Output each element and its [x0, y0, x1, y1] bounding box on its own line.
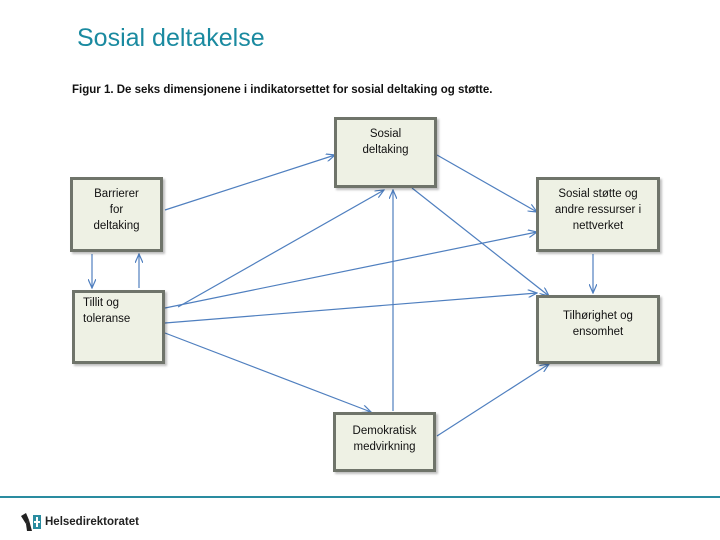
footer-rule: [0, 496, 720, 498]
arrow-barrierer-to-sosial: [164, 155, 335, 211]
node-tilhorighet-label: Tilhørighet og ensomhet: [563, 310, 633, 338]
arrow-sosial-to-tilhorighet: [411, 187, 549, 296]
node-tillit: Tillit og toleranse: [72, 290, 165, 364]
arrow-sosial-to-stotte: [436, 154, 537, 212]
node-barrierer-label: Barrierer for deltaking: [93, 188, 140, 232]
figure-caption: Figur 1. De seks dimensjonene i indikato…: [72, 84, 493, 96]
node-sosial-stotte-label: Sosial støtte og andre ressurser i nettv…: [554, 188, 642, 232]
node-demokratisk: Demokratisk medvirkning: [333, 412, 436, 472]
arrow-tillit-to-stotte: [164, 232, 537, 309]
node-sosial-deltaking: Sosial deltaking: [334, 117, 437, 188]
helsedirektoratet-logo: Helsedirektoratet: [20, 512, 139, 532]
slide-title: Sosial deltakelse: [77, 24, 265, 52]
node-sosial-stotte: Sosial støtte og andre ressurser i nettv…: [536, 177, 660, 252]
arrow-tillit-to-sosial: [177, 190, 384, 308]
node-demokratisk-label: Demokratisk medvirkning: [352, 425, 417, 453]
helsedirektoratet-logo-icon: [21, 513, 41, 531]
node-tillit-label: Tillit og toleranse: [83, 297, 131, 325]
node-barrierer: Barrierer for deltaking: [70, 177, 163, 252]
arrow-demokratisk-to-tilhorighet: [436, 364, 549, 437]
arrow-tillit-to-demokratisk: [164, 332, 371, 412]
arrow-tillit-to-tilhorighet: [164, 293, 537, 324]
logo-text: Helsedirektoratet: [45, 516, 139, 528]
node-sosial-deltaking-label: Sosial deltaking: [362, 128, 409, 156]
node-tilhorighet: Tilhørighet og ensomhet: [536, 295, 660, 364]
